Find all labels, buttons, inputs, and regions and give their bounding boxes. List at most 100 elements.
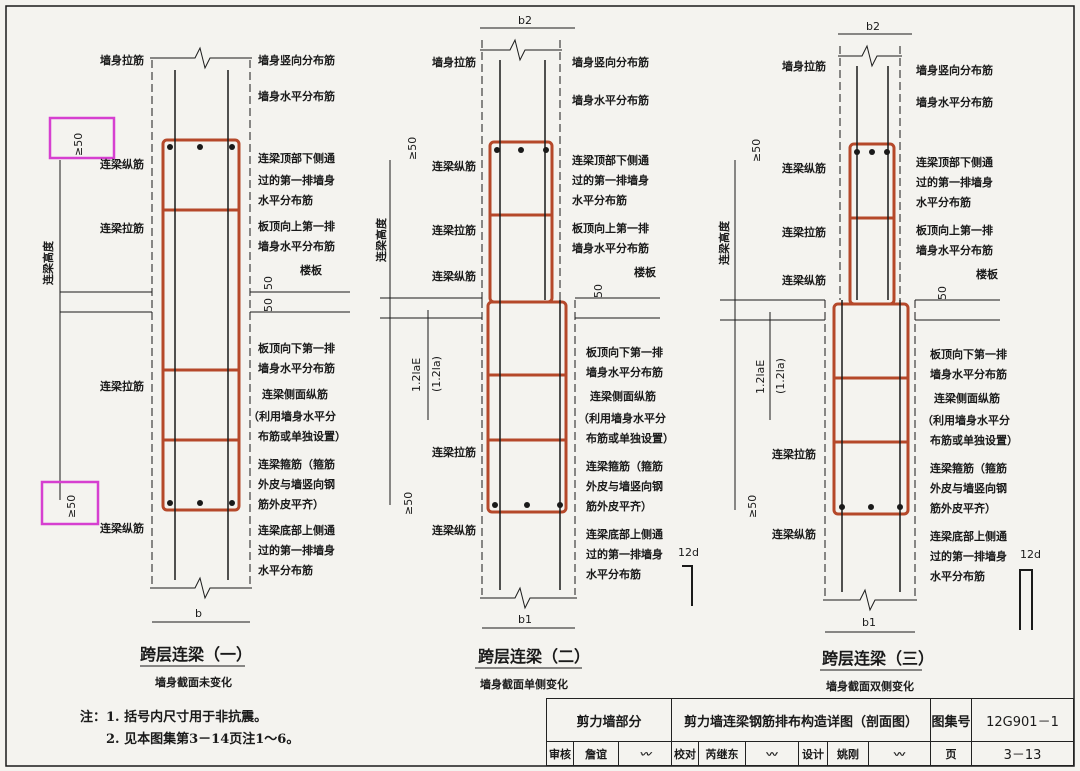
right-label: 布筋或单独设置）	[258, 429, 346, 443]
right-label: 连梁箍筋（箍筋	[586, 459, 663, 473]
tb-review-label: 审核	[546, 741, 574, 766]
left-label: 墙身拉筋	[100, 53, 144, 67]
right-label: 水平分布筋	[258, 193, 313, 207]
dim-ge50-bottom: ≥50	[402, 492, 415, 515]
bar-dot	[492, 502, 498, 508]
left-label: 连梁纵筋	[772, 527, 816, 541]
stirrup-outer	[161, 138, 241, 512]
right-label: 墙身水平分布筋	[258, 239, 335, 253]
right-label: 布筋或单独设置）	[930, 433, 1018, 447]
tb-designer-signature: 〰	[868, 741, 931, 766]
top-width-label: b2	[518, 14, 532, 27]
tb-design-label: 设计	[798, 741, 828, 766]
dim-ge50-top: ≥50	[72, 133, 85, 156]
tb-checker-signature: 〰	[745, 741, 799, 766]
right-label: 墙身水平分布筋	[572, 241, 649, 255]
bar-dot	[869, 149, 875, 155]
tb-drawing-title: 剪力墙连梁钢筋排布构造详图（剖面图）	[671, 698, 931, 742]
right-label: 墙身水平分布筋	[586, 365, 663, 379]
right-label: 连梁顶部下侧通	[572, 153, 649, 167]
right-label: 过的第一排墙身	[572, 173, 649, 187]
anchor-len: 1.2laE	[410, 358, 423, 392]
dim-50-b: 50	[262, 276, 275, 290]
right-label: 水平分布筋	[572, 193, 627, 207]
bar-dot	[854, 149, 860, 155]
right-label: 墙身水平分布筋	[258, 89, 335, 103]
right-label: 过的第一排墙身	[586, 547, 663, 561]
hook-detail	[1019, 569, 1033, 630]
bar-dot	[543, 147, 549, 153]
right-label: 水平分布筋	[586, 567, 641, 581]
stirrup-lower	[486, 300, 568, 514]
right-label: （利用墙身水平分	[248, 409, 336, 423]
right-label: 外皮与墙竖向钢	[585, 479, 663, 493]
right-label: 外皮与墙竖向钢	[257, 477, 335, 491]
break-line-bottom	[823, 588, 917, 612]
width-label: b	[195, 607, 202, 620]
highlight-box-top	[48, 116, 116, 160]
stirrup-lower	[832, 302, 910, 516]
break-line-bottom	[150, 576, 252, 600]
right-label: 板顶向下第一排	[258, 341, 335, 355]
bar-dot	[868, 504, 874, 510]
right-label: 板顶向下第一排	[586, 345, 663, 359]
diagram-2: b2 b1 连梁高度 ≥50 ≥50 50 1.2laE (1.2la)	[374, 14, 699, 691]
right-label: 连梁侧面纵筋	[262, 387, 328, 401]
bar-dot	[518, 147, 524, 153]
bar-dot	[167, 144, 173, 150]
bar-dot	[167, 500, 173, 506]
right-label: 板顶向上第一排	[258, 219, 335, 233]
dim-ge50-bottom: ≥50	[746, 495, 759, 518]
right-label: 筋外皮平齐）	[929, 501, 996, 515]
height-label: 连梁高度	[41, 240, 55, 285]
right-label: 墙身竖向分布筋	[572, 55, 649, 69]
right-label: 连梁顶部下侧通	[258, 151, 335, 165]
bar-dot	[197, 500, 203, 506]
highlight-box-bottom	[40, 480, 100, 526]
right-label: 楼板	[976, 267, 999, 281]
left-label: 连梁拉筋	[100, 221, 144, 235]
diagram-subtitle: 墙身截面双侧变化	[826, 679, 914, 693]
tb-reviewer: 詹谊	[573, 741, 619, 766]
right-label: 水平分布筋	[916, 195, 971, 209]
tb-atlas-label: 图集号	[930, 698, 972, 742]
right-label: 楼板	[634, 265, 657, 279]
sheet-border	[5, 5, 1075, 767]
right-label: 连梁侧面纵筋	[934, 391, 1000, 405]
right-label: 连梁底部上侧通	[586, 527, 663, 541]
left-label: 连梁纵筋	[432, 523, 476, 537]
diagram-subtitle: 墙身截面未变化	[155, 675, 232, 689]
bar-dot	[524, 502, 530, 508]
right-label: 连梁底部上侧通	[930, 529, 1007, 543]
bar-dot	[494, 147, 500, 153]
bar-dot	[839, 504, 845, 510]
hook-len: 12d	[1020, 548, 1041, 561]
bar-dot	[557, 502, 563, 508]
width-label: b1	[518, 613, 532, 626]
right-label: 楼板	[300, 263, 323, 277]
left-label: 连梁纵筋	[782, 161, 826, 175]
right-label: 墙身水平分布筋	[916, 243, 993, 257]
left-label: 墙身拉筋	[782, 59, 826, 73]
right-label: 墙身水平分布筋	[930, 367, 1007, 381]
dim-ge50-top: ≥50	[406, 137, 419, 160]
right-label: 墙身竖向分布筋	[916, 63, 993, 77]
tb-checker: 芮继东	[698, 741, 746, 766]
dim-ge50-top: ≥50	[750, 139, 763, 162]
right-label: 外皮与墙竖向钢	[929, 481, 1007, 495]
tb-reviewer-signature: 〰	[618, 741, 672, 766]
right-label: 墙身竖向分布筋	[258, 53, 335, 67]
left-label: 墙身拉筋	[432, 55, 476, 69]
right-label: 连梁箍筋（箍筋	[258, 457, 335, 471]
break-line-bottom	[480, 586, 577, 610]
bar-dot	[229, 500, 235, 506]
tb-atlas-no: 12G901－1	[971, 698, 1074, 742]
dim-50: 50	[936, 286, 949, 300]
diagram-subtitle: 墙身截面单侧变化	[480, 677, 568, 691]
right-label: 板顶向下第一排	[930, 347, 1007, 361]
left-label: 连梁拉筋	[432, 223, 476, 237]
right-label: 连梁箍筋（箍筋	[930, 461, 1007, 475]
tb-check-label: 校对	[671, 741, 699, 766]
diagram-3: b2 b1 连梁高度 ≥50 ≥50 50 1.2laE (1.	[717, 20, 1041, 693]
note-line-1: 注：1. 括号内尺寸用于非抗震。	[80, 710, 268, 725]
